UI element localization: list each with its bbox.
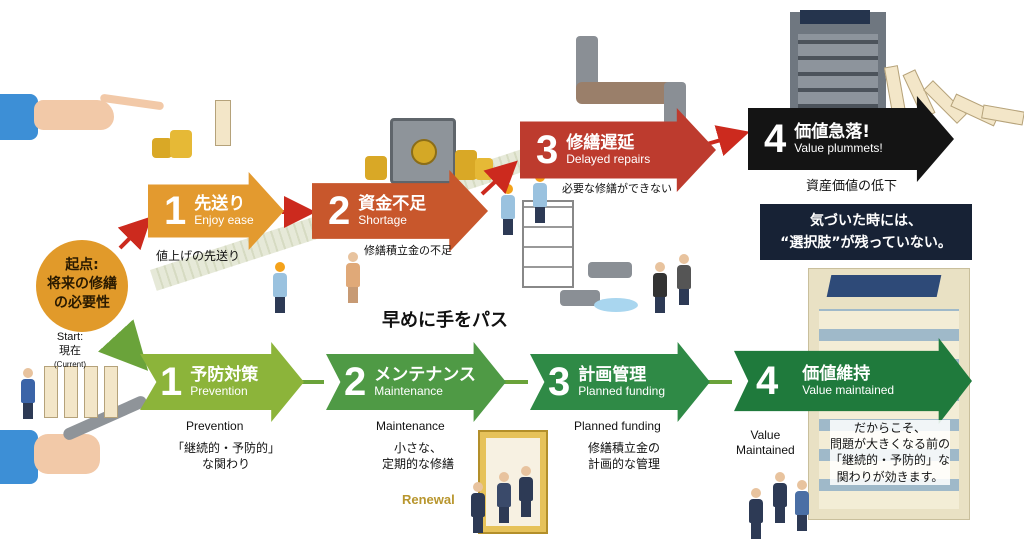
start-to-good-arrow [97, 319, 149, 371]
good-step-4-caption-en: Value Maintained [736, 428, 795, 458]
start-to-bad-arrow [117, 216, 152, 251]
resident-figure [496, 472, 512, 523]
worker-figure [272, 262, 288, 313]
good-step-4-caption-line4: 関わりが効きます。 [836, 469, 944, 484]
resident-figure [794, 480, 810, 531]
start-label-jp: 現在 [59, 344, 81, 357]
scaffolding-illustration [522, 200, 574, 288]
rusty-pipe-illustration [570, 36, 700, 132]
good-step-2-caption: 小さな、 定期的な修繕 [382, 440, 454, 472]
confused-resident-figure [676, 254, 692, 305]
warning-callout-line1: 気づいた時には、 [810, 213, 922, 229]
start-label-current: (Current) [54, 360, 87, 369]
good-step-2-caption-en: Maintenance [376, 419, 445, 433]
warning-callout-line2: “選択肢”が残っていない。 [780, 235, 952, 251]
start-title-line1: 起点: [65, 257, 99, 273]
good-step-4-caption-line3: 「継続的・予防的」な [830, 453, 951, 468]
start-bubble: 起点: 将来の修繕 の必要性 [36, 240, 128, 332]
good-step-3-caption-line2: 計画的な管理 [588, 457, 661, 472]
renewal-door-illustration [478, 430, 548, 534]
good-step-3-caption: 修繕積立金の 計画的な管理 [588, 440, 660, 472]
good-step-4-caption: だからこそ、 問題が大きくなる前の 「継続的・予防的」な 関わりが効きます。 [830, 420, 951, 485]
declining-building-illustration [790, 10, 886, 116]
start-title-line2: 将来の修繕 [47, 276, 117, 292]
safe-illustration [390, 118, 456, 184]
good-step-1-caption-line1: 「継続的・予防的」 [172, 441, 281, 455]
resident-figure [20, 368, 36, 419]
resident-figure [748, 488, 764, 539]
good-step-2-caption-line2: 定期的な修繕 [382, 457, 455, 472]
confused-resident-figure [652, 262, 668, 313]
good-step-1-caption-line2: な関わり [202, 457, 251, 472]
start-label-en: Start: [56, 331, 84, 343]
start-title-line3: の必要性 [54, 295, 110, 311]
good-step-4-caption-line2: 問題が大きくなる前の [830, 437, 951, 452]
pointing-hand-illustration [0, 86, 165, 146]
start-label: Start: 現在 (Current) [54, 330, 86, 372]
good-step-3-caption-line1: 修繕積立金の [588, 441, 661, 455]
handoff-label: 早めに手をパス [382, 310, 508, 331]
good-step-3-caption-en: Planned funding [574, 419, 661, 433]
resident-figure [518, 466, 534, 517]
bad-step-2-caption: 修繕積立金の不足 [364, 244, 452, 257]
bad-step-4-caption: 資産価値の低下 [806, 179, 898, 194]
wrench-hand-illustration [0, 394, 160, 498]
leaking-pipe-illustration [560, 262, 640, 316]
standing-dominoes-illustration [44, 362, 144, 422]
bad-step-4-arrow: 4 価値急落!Value plummets! [748, 96, 954, 182]
bad-2-to-3-arrow [480, 160, 518, 196]
bad-step-1-caption: 値上げの先送り [156, 249, 241, 263]
good-step-2-caption-line1: 小さな、 [394, 441, 443, 455]
good-step-4-caption-line1: だからこそ、 [854, 421, 927, 435]
coin-stack-illustration [152, 128, 202, 158]
domino-illustration [215, 100, 231, 146]
renewal-label: Renewal [402, 492, 455, 507]
good-step-1-caption-en: Prevention [186, 419, 244, 433]
warning-callout: 気づいた時には、 “選択肢”が残っていない。 [760, 204, 972, 260]
resident-figure [470, 482, 486, 533]
good-step-4-caption-en-line1: Value [750, 428, 781, 442]
resident-figure [345, 252, 361, 303]
good-step-1-caption: 「継続的・予防的」 な関わり [172, 440, 280, 472]
good-step-4-caption-en-line2: Maintained [736, 443, 795, 457]
resident-figure [772, 472, 788, 523]
bad-step-3-caption: 必要な修繕ができない [562, 182, 672, 195]
